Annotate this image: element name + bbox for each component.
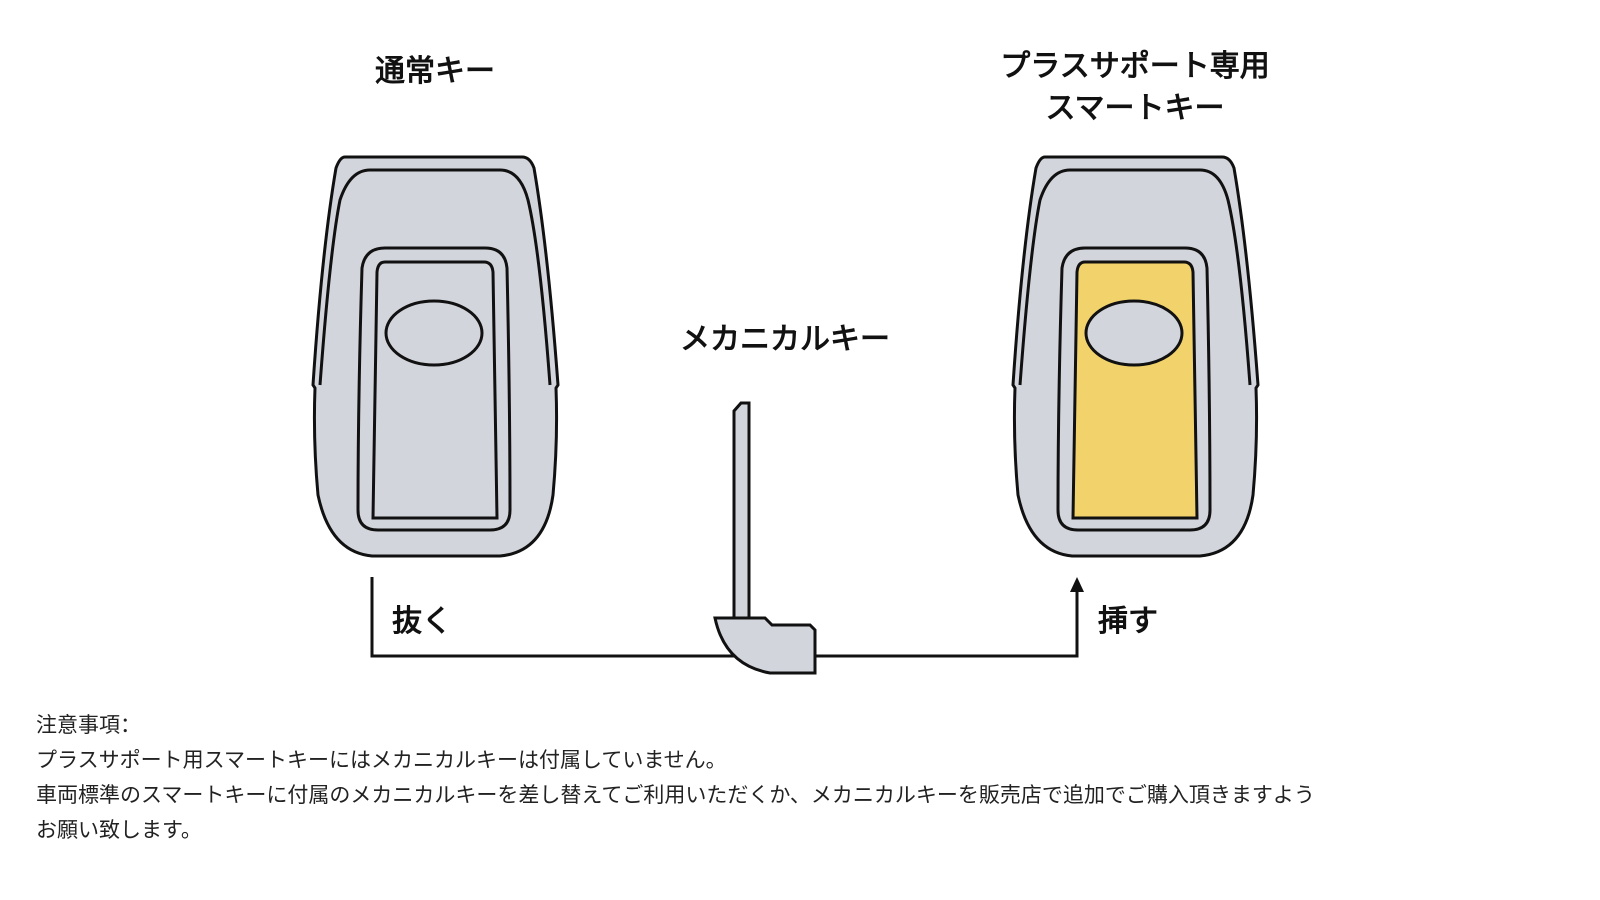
notes-section: 注意事項： プラスサポート用スマートキーにはメカニカルキーは付属していません。 …: [36, 708, 1315, 848]
normal-key-title: 通常キー: [375, 54, 495, 89]
notes-line: 車両標準のスマートキーに付属のメカニカルキーを差し替えてご利用いただくか、メカニ…: [36, 783, 1315, 807]
plus-support-key-title-line1: プラスサポート専用: [1000, 49, 1270, 84]
flow-arrow-line: [370, 577, 1079, 658]
mechanical-key: [713, 401, 817, 675]
mechanical-key-head: [713, 616, 817, 675]
remove-label: 抜く: [392, 604, 452, 639]
notes-line: プラスサポート用スマートキーにはメカニカルキーは付属していません。: [36, 748, 727, 772]
normal-key-logo-icon: [384, 299, 484, 367]
normal-key-fob: [311, 155, 560, 558]
plus-support-key-logo-icon: [1084, 299, 1184, 367]
plus-support-key-title: プラスサポート専用 スマートキー: [960, 46, 1310, 130]
arrow-up-icon: [1070, 577, 1084, 592]
insert-label: 挿す: [1098, 604, 1158, 639]
notes-line: お願い致します。: [36, 818, 202, 842]
plus-support-key-fob: [1011, 155, 1260, 558]
mechanical-key-blade: [732, 401, 751, 620]
notes-heading: 注意事項：: [36, 713, 141, 737]
plus-support-key-title-line2: スマートキー: [1045, 91, 1225, 126]
mechanical-key-title: メカニカルキー: [680, 322, 890, 357]
